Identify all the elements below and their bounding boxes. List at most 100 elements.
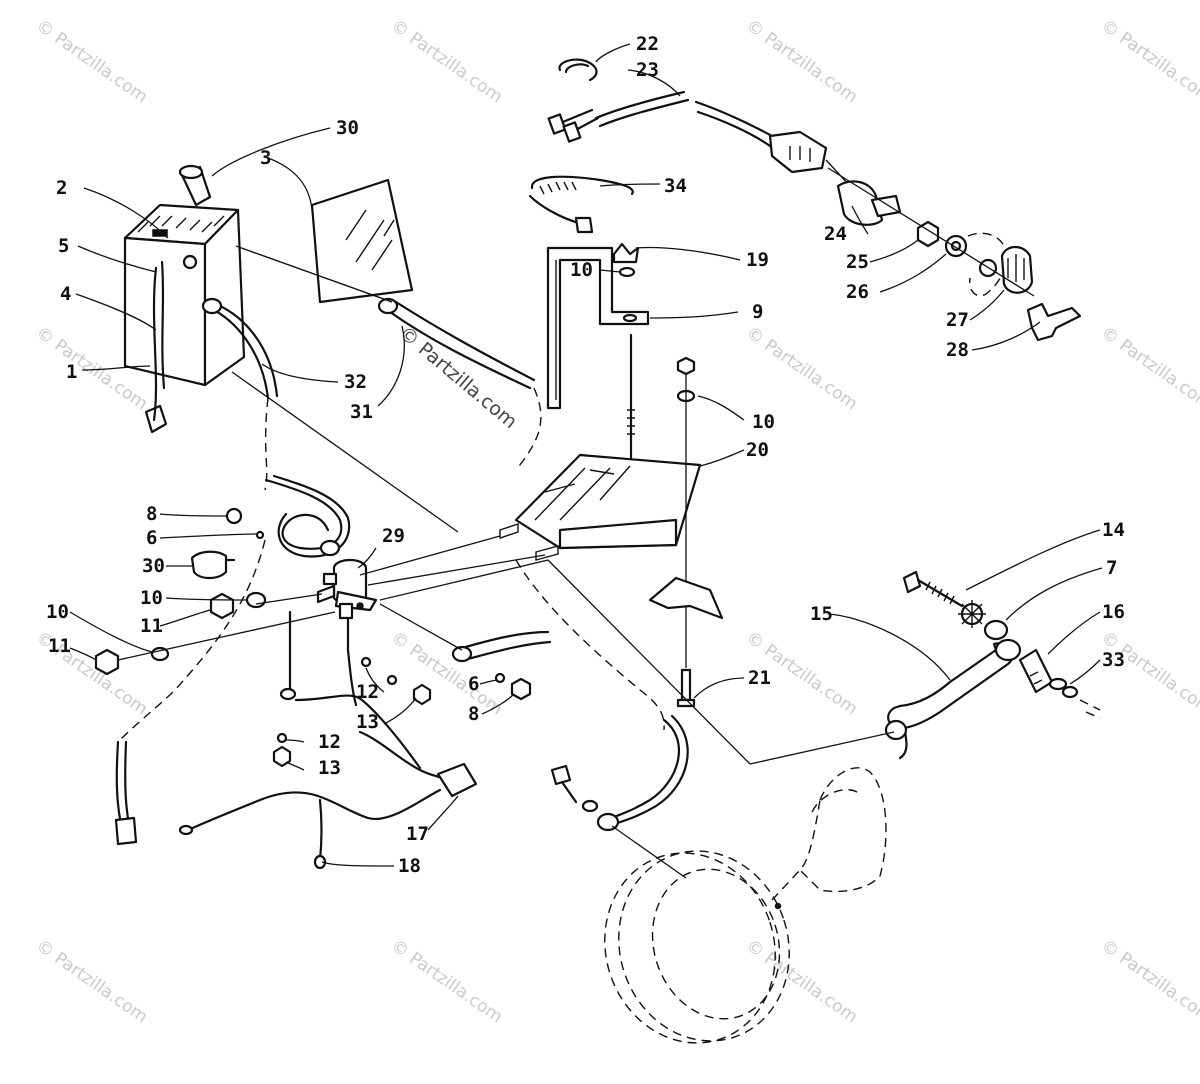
- watermark: © Partzilla.com: [742, 936, 861, 1028]
- callout-9: 9: [752, 301, 763, 323]
- hex-nut: [94, 648, 120, 676]
- lock-washer: [276, 732, 288, 744]
- key-switch-barrel: [870, 194, 902, 218]
- wire: [346, 616, 358, 707]
- watermark: © Partzilla.com: [742, 16, 861, 108]
- negative-cable: [394, 300, 536, 382]
- wiring-harness: [186, 788, 442, 832]
- callout-30: 30: [142, 555, 165, 577]
- callout-33: 33: [1102, 649, 1125, 671]
- lock-washer: [360, 656, 372, 668]
- retaining-ring: [558, 58, 598, 82]
- hold-down-bracket: [546, 246, 650, 410]
- callout-11: 11: [48, 635, 71, 657]
- watermark: © Partzilla.com: [32, 16, 151, 108]
- solenoid-cable: [272, 474, 351, 558]
- bolt: [902, 570, 922, 594]
- bracket-hole: [622, 313, 638, 323]
- starter-solenoid: [332, 558, 378, 620]
- watermark: © Partzilla.com: [387, 936, 506, 1028]
- callout-13: 13: [318, 757, 341, 779]
- retaining-ring: [564, 63, 590, 74]
- callout-7: 7: [1106, 557, 1117, 579]
- strap-eye: [994, 638, 1022, 662]
- washer: [245, 591, 267, 609]
- watermark: © Partzilla.com: [1097, 323, 1200, 415]
- spacer: [1018, 648, 1054, 694]
- bolt: [680, 668, 692, 702]
- callout-19: 19: [746, 249, 769, 271]
- ground-strap: [887, 642, 1015, 730]
- hex-nut: [676, 356, 696, 376]
- callout-10: 10: [46, 601, 69, 623]
- star-washer: [958, 600, 986, 628]
- callout-16: 16: [1102, 601, 1125, 623]
- cable-tie-head: [574, 216, 594, 234]
- wiring-harness: [318, 798, 323, 862]
- cable-eyelet: [377, 297, 399, 315]
- terminal-stud: [316, 584, 336, 604]
- watermark: © Partzilla.com: [32, 936, 151, 1028]
- nut: [225, 507, 243, 525]
- callout-14: 14: [1102, 519, 1125, 541]
- callout-28: 28: [946, 339, 969, 361]
- callout-6: 6: [468, 673, 479, 695]
- leader-lines: [69, 43, 1103, 867]
- callout-18: 18: [398, 855, 421, 877]
- terminal-boot-cap: [178, 164, 204, 180]
- callout-27: 27: [946, 309, 969, 331]
- key-switch-body: [836, 180, 884, 226]
- watermark: © Partzilla.com: [742, 323, 861, 415]
- callout-34: 34: [664, 175, 687, 197]
- callout-3: 3: [260, 147, 271, 169]
- callout-21: 21: [748, 667, 771, 689]
- callout-23: 23: [636, 59, 659, 81]
- callout-20: 20: [746, 439, 769, 461]
- callout-22: 22: [636, 33, 659, 55]
- vent-tube: [152, 266, 158, 422]
- callout-labels: 1 2 3 4 5 6 6 7 8 8 9 10 10 10 10 11 11 …: [46, 33, 1125, 877]
- vent-tube-end: [144, 404, 168, 434]
- starter-ground-cable: [606, 714, 689, 828]
- washer: [1048, 677, 1068, 691]
- ground-cable: [124, 740, 132, 832]
- hex-nut: [412, 683, 432, 706]
- callout-11: 11: [140, 615, 163, 637]
- battery-shield: [310, 178, 414, 304]
- callout-13: 13: [356, 711, 379, 733]
- cable-eyelet: [451, 645, 473, 663]
- callout-10: 10: [570, 259, 593, 281]
- wiring-harness: [294, 694, 422, 770]
- callout-25: 25: [846, 251, 869, 273]
- cable-tie: [530, 175, 634, 196]
- washer: [581, 799, 599, 813]
- terminal-boot: [190, 550, 228, 580]
- callout-2: 2: [56, 177, 67, 199]
- lock-washer: [255, 530, 265, 540]
- negative-cable: [388, 310, 532, 390]
- washer: [1061, 685, 1079, 699]
- callout-10: 10: [752, 411, 775, 433]
- ignition-key: [1026, 302, 1082, 342]
- watermark: © Partzilla.com: [387, 16, 506, 108]
- harness-connector: [436, 762, 478, 798]
- key-switch-harness: [547, 90, 828, 174]
- callout-4: 4: [60, 283, 71, 305]
- lock-washer: [386, 674, 398, 686]
- cable-end: [114, 816, 138, 846]
- callout-30: 30: [336, 117, 359, 139]
- cable-eyelet: [319, 539, 341, 557]
- washer: [983, 619, 1009, 641]
- hex-nut: [272, 745, 292, 768]
- terminal-stud: [322, 572, 338, 586]
- watermark: © Partzilla.com: [1097, 936, 1200, 1028]
- wing-nut: [612, 242, 640, 264]
- hex-nut: [510, 677, 532, 701]
- ground-cable: [115, 740, 124, 832]
- callout-5: 5: [58, 235, 69, 257]
- watermark: © Partzilla.com: [1097, 16, 1200, 108]
- battery: [123, 203, 246, 387]
- callout-1: 1: [66, 361, 77, 383]
- washer-hole: [950, 240, 962, 252]
